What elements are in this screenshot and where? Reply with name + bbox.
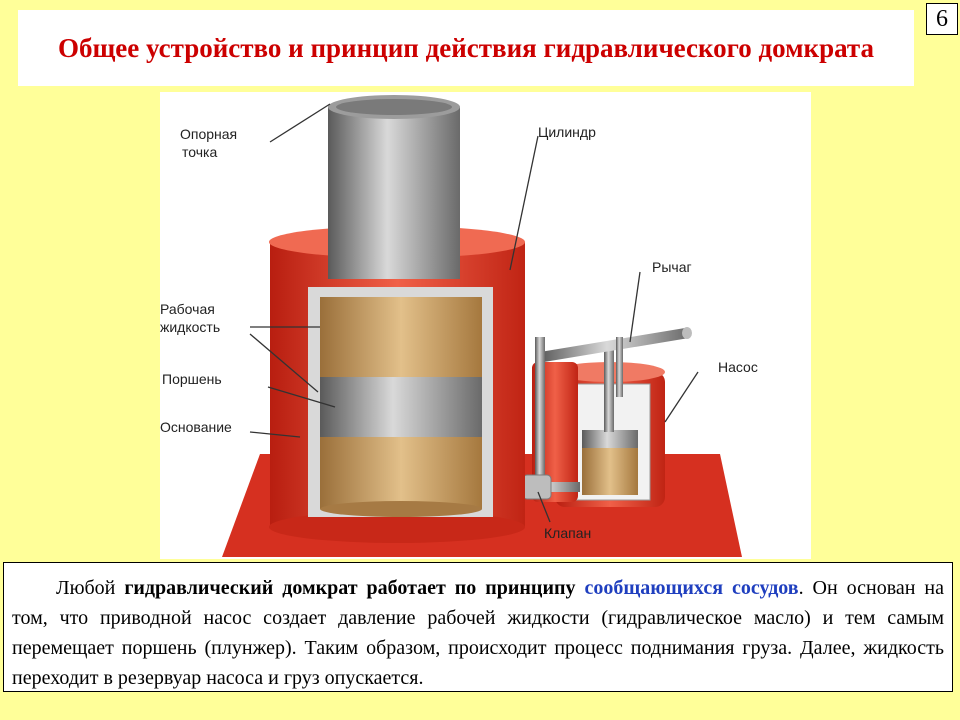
page-number: 6	[926, 3, 958, 35]
label-valve: Клапан	[544, 525, 591, 541]
label-piston: Поршень	[162, 371, 222, 387]
desc-part-5: . Он основан на том, что приводной насос…	[12, 577, 944, 689]
lever-arm	[540, 327, 692, 397]
desc-part-1: Любой	[56, 577, 125, 599]
main-cylinder	[269, 226, 525, 543]
label-support-point-1: Опорная	[180, 126, 237, 142]
label-lever: Рычаг	[652, 259, 692, 275]
pump-vessel	[555, 350, 665, 507]
leader-lines	[249, 103, 699, 523]
label-pump: Насос	[718, 359, 758, 375]
diagram-svg: Опорная точка Цилиндр Рычаг Насос Рабоча…	[160, 95, 758, 557]
label-cylinder: Цилиндр	[538, 124, 596, 140]
label-working-fluid-2: жидкость	[160, 319, 220, 335]
label-base: Основание	[160, 419, 232, 435]
title-box: Общее устройство и принцип действия гидр…	[18, 10, 914, 86]
label-working-fluid-1: Рабочая	[160, 301, 215, 317]
hydraulic-jack-diagram: Опорная точка Цилиндр Рычаг Насос Рабоча…	[160, 92, 811, 559]
support-piston	[328, 95, 460, 279]
description-box: Любой гидравлический домкрат работает по…	[3, 562, 953, 692]
desc-highlight-phrase: сообщающихся сосудов	[584, 577, 799, 599]
label-support-point-2: точка	[182, 144, 217, 160]
desc-bold-phrase: гидравлический домкрат работает по принц…	[124, 577, 576, 599]
slide-title: Общее устройство и принцип действия гидр…	[57, 33, 875, 63]
